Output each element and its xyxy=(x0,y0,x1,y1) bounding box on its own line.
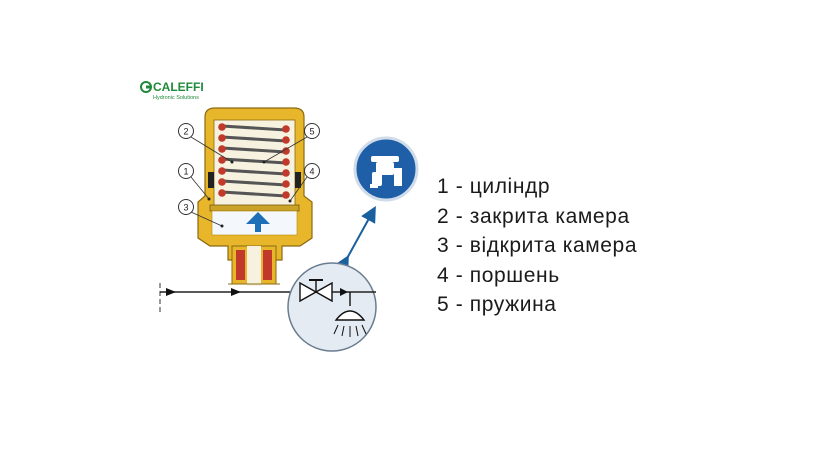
legend-item-piston: 4 - поршень xyxy=(437,263,560,287)
svg-text:2: 2 xyxy=(183,127,188,137)
legend: 1 - циліндр 2 - закрита камера 3 - відкр… xyxy=(437,172,637,320)
svg-text:3: 3 xyxy=(183,203,188,213)
callout-4: 4 xyxy=(288,163,320,203)
callout-2: 2 xyxy=(178,123,234,164)
legend-item-open-chamber: 3 - відкрита камера xyxy=(437,234,638,257)
faucet-icon xyxy=(370,156,402,188)
svg-text:1: 1 xyxy=(183,167,188,177)
seal-left xyxy=(208,172,214,188)
pressure-arrow-icon xyxy=(246,212,270,232)
legend-item-closed-chamber: 2 - закрита камера xyxy=(437,204,630,228)
valve-icon xyxy=(299,279,333,303)
svg-text:5: 5 xyxy=(309,127,314,137)
spring xyxy=(218,123,290,199)
legend-item-cylinder: 1 - циліндр xyxy=(437,175,551,198)
callout-3: 3 xyxy=(178,199,224,228)
seal-right xyxy=(295,172,301,188)
link-arrow xyxy=(334,205,376,273)
shower-icon xyxy=(333,292,367,337)
caleffi-logo: CALEFFI Hydronic Solutions xyxy=(140,80,204,101)
legend-item-spring: 5 - пружина xyxy=(437,293,557,316)
svg-text:4: 4 xyxy=(309,167,314,177)
logo-subtitle: Hydronic Solutions xyxy=(153,95,199,101)
shower-circle xyxy=(287,262,377,352)
logo-name: CALEFFI xyxy=(153,80,204,94)
flow-arrow-icon xyxy=(166,288,176,296)
callout-5: 5 xyxy=(262,123,320,164)
arrester-device xyxy=(197,107,313,286)
callout-1: 1 xyxy=(178,163,211,201)
faucet-circle xyxy=(353,136,419,202)
flow-arrow-icon xyxy=(231,288,241,296)
piston xyxy=(209,204,300,212)
pipe-line xyxy=(159,283,300,312)
caleffi-logo-icon xyxy=(140,81,152,93)
flow-arrow-icon xyxy=(340,288,348,296)
closed-chamber xyxy=(213,119,296,214)
threaded-connector xyxy=(228,245,280,286)
